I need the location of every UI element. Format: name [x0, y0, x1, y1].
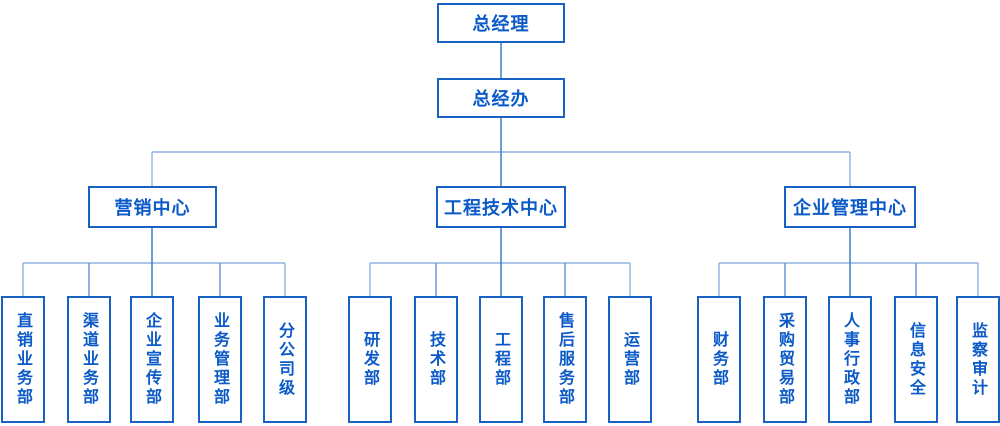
org-node-label: 工程技术中心: [444, 198, 558, 219]
org-node-branch-company-level: 分公司级: [263, 296, 307, 423]
org-node-corporate-publicity-dept: 企业宣传部: [130, 296, 174, 423]
org-node-label: 企业宣传部: [143, 312, 162, 407]
org-node-direct-sales-dept: 直销业务部: [1, 296, 45, 423]
org-node-label: 售后服务部: [556, 312, 575, 407]
org-node-label: 总经理: [472, 14, 530, 35]
org-node-business-management-dept: 业务管理部: [198, 296, 242, 423]
org-node-rnd-dept: 研发部: [348, 296, 392, 423]
org-node-label: 采购贸易部: [776, 312, 795, 407]
org-node-label: 工程部: [492, 331, 511, 388]
org-node-label: 监察审计: [969, 321, 988, 398]
org-node-channel-sales-dept: 渠道业务部: [67, 296, 111, 423]
org-node-operations-dept: 运营部: [608, 296, 652, 423]
org-node-general-manager: 总经理: [437, 3, 565, 43]
org-node-label: 直销业务部: [14, 312, 33, 407]
org-node-label: 总经办: [472, 89, 530, 110]
org-node-hr-administration-dept: 人事行政部: [828, 296, 872, 423]
org-node-engineering-dept: 工程部: [479, 296, 523, 423]
org-node-engineering-technology-center: 工程技术中心: [436, 186, 566, 228]
org-node-supervision-audit: 监察审计: [956, 296, 1000, 423]
org-node-marketing-center: 营销中心: [88, 186, 217, 228]
org-node-label: 营销中心: [114, 198, 191, 219]
org-node-label: 运营部: [621, 331, 640, 388]
org-node-general-manager-office: 总经办: [437, 78, 565, 118]
org-node-label: 技术部: [427, 331, 446, 388]
org-node-label: 分公司级: [276, 321, 295, 398]
org-node-information-security: 信息安全: [894, 296, 938, 423]
org-node-procurement-trade-dept: 采购贸易部: [763, 296, 807, 423]
org-node-label: 渠道业务部: [80, 312, 99, 407]
org-node-enterprise-management-center: 企业管理中心: [784, 186, 916, 228]
org-node-after-sales-service-dept: 售后服务部: [543, 296, 587, 423]
org-node-label: 企业管理中心: [793, 198, 907, 219]
org-node-finance-dept: 财务部: [697, 296, 741, 423]
org-node-label: 财务部: [710, 331, 729, 388]
org-node-label: 人事行政部: [841, 312, 860, 407]
org-node-technology-dept: 技术部: [414, 296, 458, 423]
org-node-label: 信息安全: [907, 321, 926, 398]
org-node-label: 研发部: [361, 331, 380, 388]
org-node-label: 业务管理部: [211, 312, 230, 407]
